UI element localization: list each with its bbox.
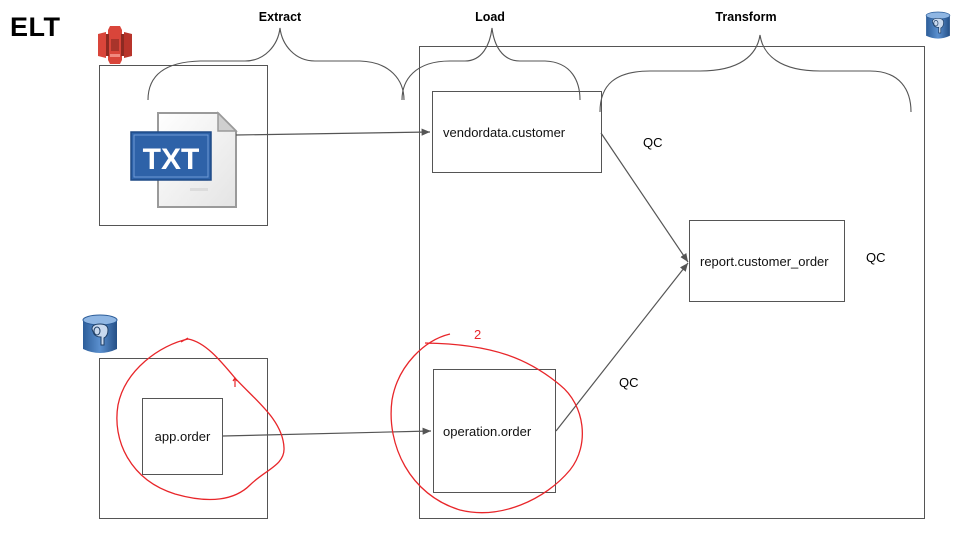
qc-label-report: QC: [866, 250, 886, 265]
node-operation-order[interactable]: operation.order: [433, 369, 556, 493]
stage-label-extract: Extract: [258, 10, 302, 24]
node-report-customer-order[interactable]: report.customer_order: [689, 220, 845, 302]
txt-file-badge: TXT: [143, 143, 200, 176]
node-label: report.customer_order: [700, 253, 829, 269]
stage-label-load: Load: [475, 10, 505, 24]
annotation-marker-2: 2: [474, 327, 482, 342]
node-label: operation.order: [443, 423, 532, 439]
node-app-order[interactable]: app.order: [142, 398, 223, 475]
diagram-title: ELT: [10, 12, 61, 42]
postgresql-icon: [82, 314, 118, 353]
warehouse-postgresql-icon: [925, 11, 951, 39]
stage-label-transform: Transform: [715, 10, 777, 24]
node-label: app.order: [154, 429, 211, 444]
node-label: vendordata.customer: [443, 124, 566, 140]
txt-file-icon: TXT: [130, 111, 238, 208]
qc-label-vendor: QC: [643, 135, 663, 150]
node-vendordata-customer[interactable]: vendordata.customer: [432, 91, 602, 173]
qc-label-operation: QC: [619, 375, 639, 390]
aws-s3-icon: [98, 26, 132, 64]
